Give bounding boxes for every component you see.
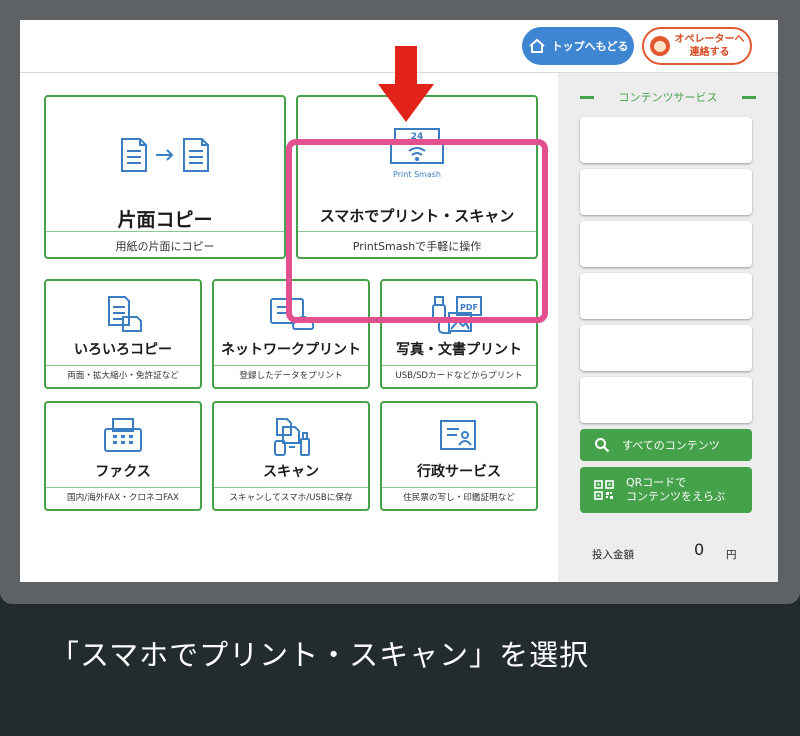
qr-code-select-button[interactable]: QRコードで コンテンツをえらぶ [580,467,752,513]
content-slot[interactable] [580,377,752,423]
tile-subtitle: 住民票の写し・印鑑証明など [382,487,536,509]
selection-highlight [286,139,548,323]
instruction-caption: 「スマホでプリント・スキャン」を選択 [50,638,590,672]
operator-label-line1: オペレーターへ [674,34,745,45]
content-slot[interactable] [580,117,752,163]
content-services-panel: コンテンツサービス すべてのコンテンツ [558,73,778,582]
tile-subtitle: スキャンしてスマホ/USBに保存 [214,487,368,509]
qr-label-line1: QRコードで [626,476,687,489]
operator-icon [649,36,670,56]
tile-subtitle: PrintSmashで手軽に操作 [298,231,536,257]
home-button[interactable]: トップへもどる [522,27,634,65]
tile-various-copy[interactable]: いろいろコピー 両面・拡大縮小・免許証など [44,279,202,389]
inserted-amount-value: 0 [694,540,705,559]
home-icon [528,38,545,53]
inserted-amount-unit: 円 [726,549,737,561]
scan-icon [214,417,368,457]
down-arrow-icon [378,46,434,122]
tile-fax[interactable]: ファクス 国内/海外FAX・クロネコFAX [44,401,202,511]
content-services-heading: コンテンツサービス [580,89,756,105]
all-contents-label: すべてのコンテンツ [622,439,720,452]
search-icon [595,438,610,453]
call-operator-button[interactable]: オペレーターへ 連絡する [642,27,752,65]
tile-title: ファクス [95,464,151,480]
content-slot[interactable] [580,169,752,215]
tile-subtitle: 登録したデータをプリント [214,365,368,387]
printsmash-icon-number: 24 [411,132,424,142]
home-button-label: トップへもどる [551,40,629,53]
tile-single-sided-copy[interactable]: 片面コピー 用紙の片面にコピー [44,95,286,259]
tile-title: ネットワークプリント [221,342,361,358]
tile-title: スマホでプリント・スキャン [319,207,515,225]
fax-icon [46,417,200,455]
tile-title: 写真・文書プリント [396,342,522,358]
tile-subtitle: 国内/海外FAX・クロネコFAX [46,487,200,509]
tile-title: 行政サービス [417,464,501,480]
content-slot[interactable] [580,273,752,319]
content-slot[interactable] [580,221,752,267]
tile-subtitle: 用紙の片面にコピー [46,231,284,257]
qr-code-icon [594,480,614,500]
tile-title: 片面コピー [117,209,213,231]
tile-subtitle: USB/SDカードなどからプリント [382,365,536,387]
admin-service-icon [382,417,536,455]
kiosk-screen: トップへもどる オペレーターへ 連絡する [20,20,778,582]
tile-network-print[interactable]: ネットワークプリント 登録したデータをプリント [212,279,370,389]
qr-label-line2: コンテンツをえらぶ [626,490,725,503]
multi-copy-icon [46,295,200,333]
tile-title: いろいろコピー [74,342,172,358]
copy-icon [46,135,284,175]
inserted-amount-label: 投入金額 [592,549,634,561]
tile-administrative-services[interactable]: 行政サービス 住民票の写し・印鑑証明など [380,401,538,511]
service-menu: 片面コピー 用紙の片面にコピー 24 Print Smash スマホでプリント・… [20,73,558,582]
printsmash-icon-label: Print Smash [393,170,441,179]
all-contents-button[interactable]: すべてのコンテンツ [580,429,752,461]
tile-subtitle: 両面・拡大縮小・免許証など [46,365,200,387]
content-services-title: コンテンツサービス [618,91,718,104]
tile-photo-document-print[interactable]: PDF 写真・文書プリント USB/SDカードなどからプリント [380,279,538,389]
content-slot[interactable] [580,325,752,371]
tile-title: スキャン [263,464,319,480]
pdf-icon-label: PDF [460,303,478,312]
operator-label-line2: 連絡する [689,47,730,58]
tile-scan[interactable]: スキャン スキャンしてスマホ/USBに保存 [212,401,370,511]
